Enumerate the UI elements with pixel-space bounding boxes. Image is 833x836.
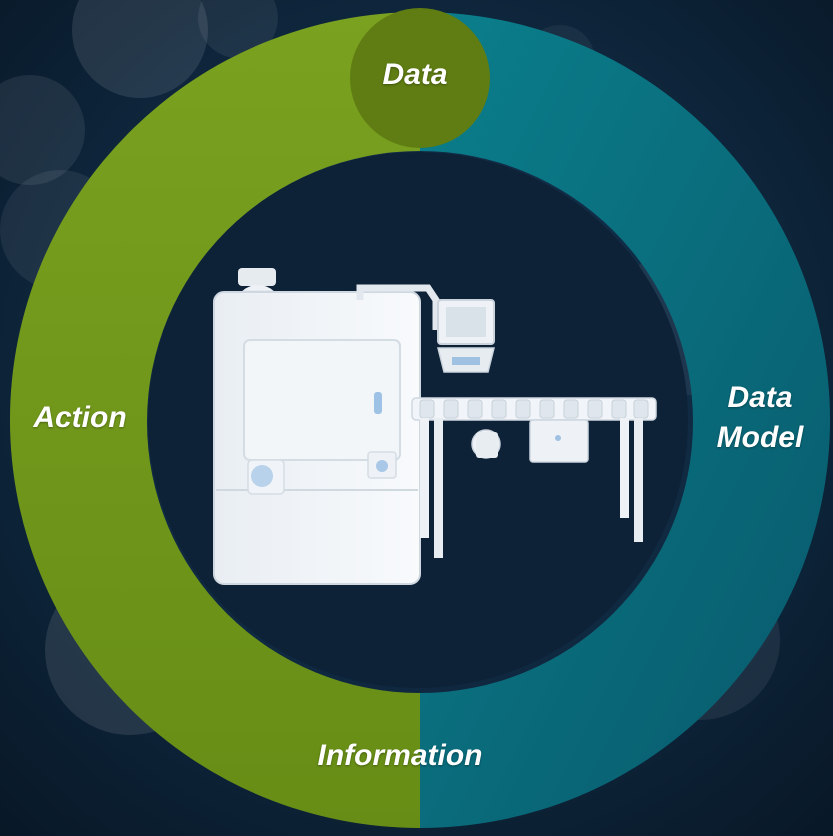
node-circle-data [350, 8, 490, 148]
label-information-text: Information [317, 739, 483, 772]
ring-segment-green [9, 12, 421, 828]
label-data: Data [345, 55, 485, 95]
label-action: Action [10, 398, 150, 438]
label-data-model-line2: Model [716, 421, 804, 454]
label-data-text: Data [382, 58, 448, 91]
ring-segment-teal [420, 12, 831, 828]
label-data-model-line1: Data [727, 381, 793, 414]
machine-illustration [213, 268, 657, 585]
label-action-text: Action [33, 401, 127, 434]
label-data-model: Data Model [690, 378, 830, 458]
label-information: Information [270, 736, 530, 776]
